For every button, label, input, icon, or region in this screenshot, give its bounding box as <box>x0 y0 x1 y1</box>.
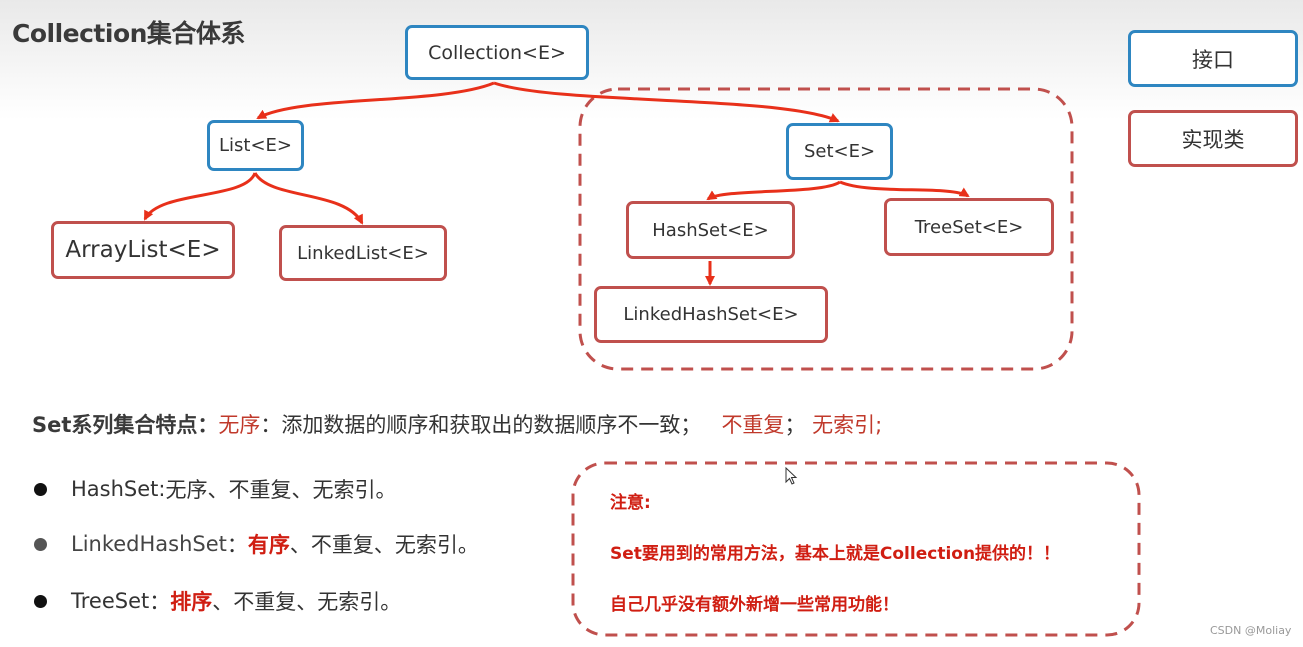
bullet-name: TreeSet <box>71 589 150 613</box>
node-collection: Collection<E> <box>405 25 589 80</box>
bullet-treeset: TreeSet：排序、不重复、无索引。 <box>34 586 401 616</box>
feature-no-duplicate: 不重复 <box>721 413 785 437</box>
bullet-linkedhashset: LinkedHashSet：有序、不重复、无索引。 <box>34 529 479 559</box>
legend-interface: 接口 <box>1128 30 1298 87</box>
note-line-2: 自己几乎没有额外新增一些常用功能！ <box>610 595 899 615</box>
node-hashset: HashSet<E> <box>626 201 795 259</box>
bullet-highlight: 有序 <box>247 533 290 557</box>
bullet-dot <box>34 537 47 551</box>
node-list: List<E> <box>207 120 304 171</box>
feature-unordered: 无序 <box>218 413 261 437</box>
arrow-set-treeset <box>839 180 970 198</box>
set-group-dashed-border <box>578 87 1074 371</box>
feature-no-index: 无索引; <box>812 413 883 437</box>
bullet-sep: : <box>158 477 166 501</box>
bullet-dot <box>34 482 47 496</box>
arrow-set-hashset <box>706 180 841 201</box>
node-arraylist: ArrayList<E> <box>51 221 235 279</box>
bullet-rest: 、不重复、无索引。 <box>212 590 402 614</box>
feature-unordered-desc: ：添加数据的顺序和获取出的数据顺序不一致； <box>260 413 702 437</box>
feature-separator: ； <box>784 413 806 437</box>
bullet-rest: 、不重复、无索引。 <box>289 533 479 557</box>
page-title: Collection集合体系 <box>12 19 245 48</box>
note-line-1: Set要用到的常用方法，基本上就是Collection提供的！！ <box>610 544 1061 564</box>
set-features-line: Set系列集合特点：无序：添加数据的顺序和获取出的数据顺序不一致； 不重复； 无… <box>32 409 882 439</box>
bullet-name: HashSet <box>71 477 159 501</box>
mouse-cursor-icon <box>785 467 798 485</box>
node-linkedhashset: LinkedHashSet<E> <box>594 286 828 343</box>
node-set: Set<E> <box>786 123 893 180</box>
arrow-collection-set <box>493 81 840 123</box>
bullet-name: LinkedHashSet <box>71 532 227 556</box>
bullet-sep: ： <box>226 533 248 557</box>
note-title: 注意: <box>610 493 651 513</box>
arrow-list-arraylist <box>143 172 257 221</box>
node-treeset: TreeSet<E> <box>884 198 1054 256</box>
bullet-highlight: 排序 <box>170 590 213 614</box>
features-heading: Set系列集合特点： <box>32 413 219 437</box>
bullet-rest: 无序、不重复、无索引。 <box>165 478 397 502</box>
watermark: CSDN @Moliay <box>1210 624 1292 637</box>
legend-implementation: 实现类 <box>1128 110 1298 167</box>
arrow-collection-list <box>256 81 495 120</box>
bullet-dot <box>34 594 47 608</box>
node-linkedlist: LinkedList<E> <box>279 225 447 281</box>
bullet-sep: ： <box>149 590 171 614</box>
arrow-list-linkedlist <box>253 172 364 225</box>
bullet-hashset: HashSet : 无序、不重复、无索引。 <box>34 474 396 504</box>
note-dashed-border <box>571 461 1141 637</box>
